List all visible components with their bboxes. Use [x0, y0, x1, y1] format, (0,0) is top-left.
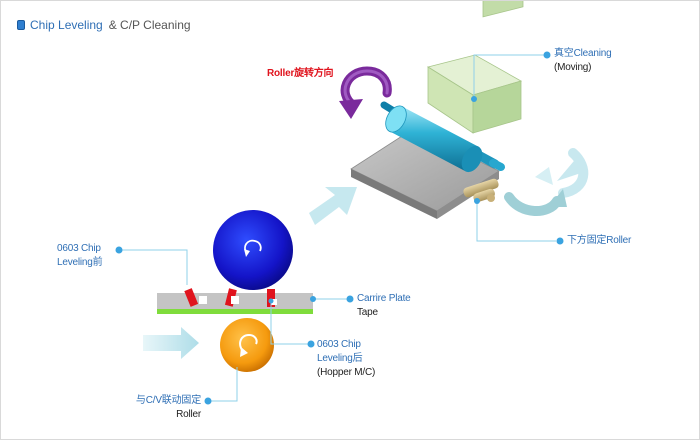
lower-fixed-roller-label: 下方固定Roller	[567, 235, 632, 246]
right-arrow-icon	[309, 187, 357, 225]
hopper-label: (Hopper M/C)	[317, 367, 376, 378]
after-leveling-label: 0603 Chip	[317, 339, 361, 350]
title-main: Chip Leveling	[30, 18, 103, 32]
lower-linked-roller	[220, 318, 274, 372]
carrier-plate-label: Carrire Plate	[357, 293, 411, 304]
curved-arrow-icon	[339, 66, 392, 119]
lower-rotation-arrows	[504, 148, 589, 217]
before-leveling-label-2: Leveling前	[57, 257, 103, 268]
leader-lines	[119, 54, 556, 402]
linked-roller-label: 与C/V联动固定	[135, 395, 201, 406]
after-leveling-label-2: Leveling后	[317, 353, 363, 364]
cleaning-roller-cylinder	[380, 101, 505, 173]
vacuum-cleaning-block	[426, 1, 524, 134]
vacuum-moving-label: (Moving)	[554, 62, 592, 73]
upper-roller	[213, 210, 293, 290]
linked-roller-label-2: Roller	[176, 409, 201, 420]
bullet-icon	[17, 20, 25, 30]
roller-rotation-label: Roller旋转方向	[267, 68, 334, 79]
leader-dots	[115, 51, 564, 405]
tape-label: Tape	[357, 307, 378, 318]
carrier-plate-strip	[157, 288, 313, 314]
title-secondary: & C/P Cleaning	[108, 18, 191, 32]
page-title: Chip Leveling & C/P Cleaning	[17, 18, 191, 32]
vacuum-cleaning-label: 真空Cleaning	[554, 48, 612, 59]
input-flow-arrow	[143, 327, 199, 359]
before-leveling-label: 0603 Chip	[57, 243, 101, 254]
